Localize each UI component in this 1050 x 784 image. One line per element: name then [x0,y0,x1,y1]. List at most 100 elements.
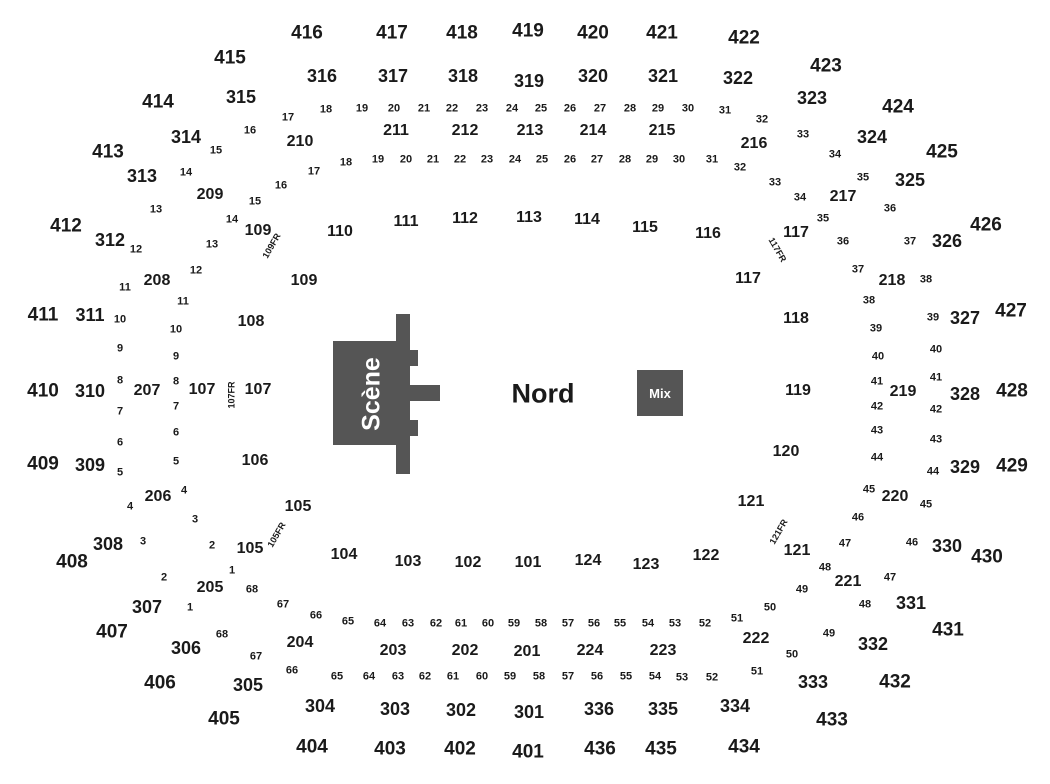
section-400-level[interactable]: 430 [971,546,1003,568]
row-number-inner[interactable]: 1 [228,564,236,577]
row-number-inner[interactable]: 32 [733,161,747,174]
row-number-inner[interactable]: 18 [339,156,353,169]
section-100-level[interactable]: 107 [244,381,272,398]
section-100-level[interactable]: 117 [783,224,809,241]
section-100-level[interactable]: 119 [785,382,811,399]
section-300-level[interactable]: 328 [949,384,981,404]
floor-row-label[interactable]: 107FR [226,381,237,409]
section-100-level[interactable]: 104 [330,546,358,563]
row-number-inner[interactable]: 22 [453,153,467,166]
section-300-level[interactable]: 321 [647,66,679,86]
row-number-inner[interactable]: 37 [851,263,865,276]
row-number-outer[interactable]: 2 [160,571,168,584]
row-number-inner[interactable]: 61 [454,617,468,630]
row-number-inner[interactable]: 39 [869,322,883,335]
section-400-level[interactable]: 419 [512,20,544,42]
section-400-level[interactable]: 426 [970,214,1002,236]
section-200-level[interactable]: 203 [379,642,407,659]
row-number-inner[interactable]: 25 [535,153,549,166]
row-number-outer[interactable]: 38 [919,273,933,286]
section-200-level[interactable]: 208 [143,272,171,289]
row-number-outer[interactable]: 35 [856,171,870,184]
row-number-inner[interactable]: 19 [371,153,385,166]
row-number-inner[interactable]: 60 [481,617,495,630]
section-400-level[interactable]: 435 [645,738,677,760]
section-300-level[interactable]: 317 [377,66,409,86]
row-number-outer[interactable]: 45 [919,498,933,511]
row-number-inner[interactable]: 10 [169,323,183,336]
row-number-outer[interactable]: 8 [116,374,124,387]
row-number-outer[interactable]: 65 [330,670,344,683]
row-number-outer[interactable]: 37 [903,235,917,248]
section-400-level[interactable]: 421 [646,22,678,44]
row-number-inner[interactable]: 56 [587,617,601,630]
row-number-outer[interactable]: 29 [651,102,665,115]
row-number-inner[interactable]: 20 [399,153,413,166]
section-400-level[interactable]: 418 [446,22,478,44]
section-300-level[interactable]: 306 [170,638,202,658]
row-number-outer[interactable]: 33 [796,128,810,141]
row-number-inner[interactable]: 66 [309,609,323,622]
row-number-inner[interactable]: 11 [177,295,189,308]
section-400-level[interactable]: 412 [50,215,82,237]
row-number-inner[interactable]: 30 [672,153,686,166]
section-100-level[interactable]: 122 [692,547,720,564]
row-number-inner[interactable]: 49 [795,583,809,596]
section-200-level[interactable]: 216 [740,135,768,152]
section-200-level[interactable]: 204 [286,634,314,651]
section-300-level[interactable]: 336 [583,699,615,719]
section-300-level[interactable]: 318 [447,66,479,86]
section-300-level[interactable]: 325 [894,170,926,190]
section-100-level[interactable]: 105 [236,540,264,557]
section-400-level[interactable]: 403 [374,738,406,760]
row-number-outer[interactable]: 43 [929,433,943,446]
row-number-inner[interactable]: 55 [613,617,627,630]
row-number-inner[interactable]: 57 [561,617,575,630]
section-300-level[interactable]: 307 [131,597,163,617]
row-number-outer[interactable]: 27 [593,102,607,115]
row-number-inner[interactable]: 13 [205,238,219,251]
section-300-level[interactable]: 331 [895,593,927,613]
section-400-level[interactable]: 433 [816,709,848,731]
section-400-level[interactable]: 401 [512,741,544,763]
row-number-inner[interactable]: 26 [563,153,577,166]
row-number-outer[interactable]: 30 [681,102,695,115]
row-number-inner[interactable]: 53 [668,617,682,630]
section-100-level[interactable]: 110 [327,223,353,240]
section-200-level[interactable]: 218 [878,272,906,289]
row-number-outer[interactable]: 6 [116,436,124,449]
section-400-level[interactable]: 407 [96,621,128,643]
row-number-outer[interactable]: 36 [883,202,897,215]
row-number-outer[interactable]: 50 [785,648,799,661]
section-200-level[interactable]: 221 [834,573,862,590]
section-200-level[interactable]: 224 [576,642,604,659]
row-number-inner[interactable]: 36 [836,235,850,248]
section-200-level[interactable]: 214 [579,122,607,139]
section-300-level[interactable]: 330 [931,536,963,556]
row-number-outer[interactable]: 5 [116,466,124,479]
row-number-inner[interactable]: 64 [373,617,387,630]
section-400-level[interactable]: 428 [996,380,1028,402]
section-400-level[interactable]: 422 [728,27,760,49]
row-number-outer[interactable]: 61 [446,670,460,683]
row-number-outer[interactable]: 18 [319,103,333,116]
row-number-inner[interactable]: 15 [248,195,262,208]
section-400-level[interactable]: 436 [584,738,616,760]
row-number-inner[interactable]: 43 [870,424,884,437]
row-number-outer[interactable]: 51 [750,665,764,678]
section-300-level[interactable]: 310 [74,381,106,401]
row-number-inner[interactable]: 58 [534,617,548,630]
section-100-level[interactable]: 109 [290,272,318,289]
row-number-outer[interactable]: 13 [149,203,163,216]
section-400-level[interactable]: 423 [810,55,842,77]
row-number-outer[interactable]: 3 [139,535,147,548]
row-number-inner[interactable]: 42 [870,400,884,413]
row-number-outer[interactable]: 32 [755,113,769,126]
section-300-level[interactable]: 301 [513,702,545,722]
section-100-level[interactable]: 112 [452,210,478,227]
floor-row-label[interactable]: 105FR [265,520,288,549]
row-number-inner[interactable]: 44 [870,451,884,464]
section-200-level[interactable]: 201 [513,643,541,660]
row-number-outer[interactable]: 67 [249,650,263,663]
section-100-level[interactable]: 120 [772,443,800,460]
